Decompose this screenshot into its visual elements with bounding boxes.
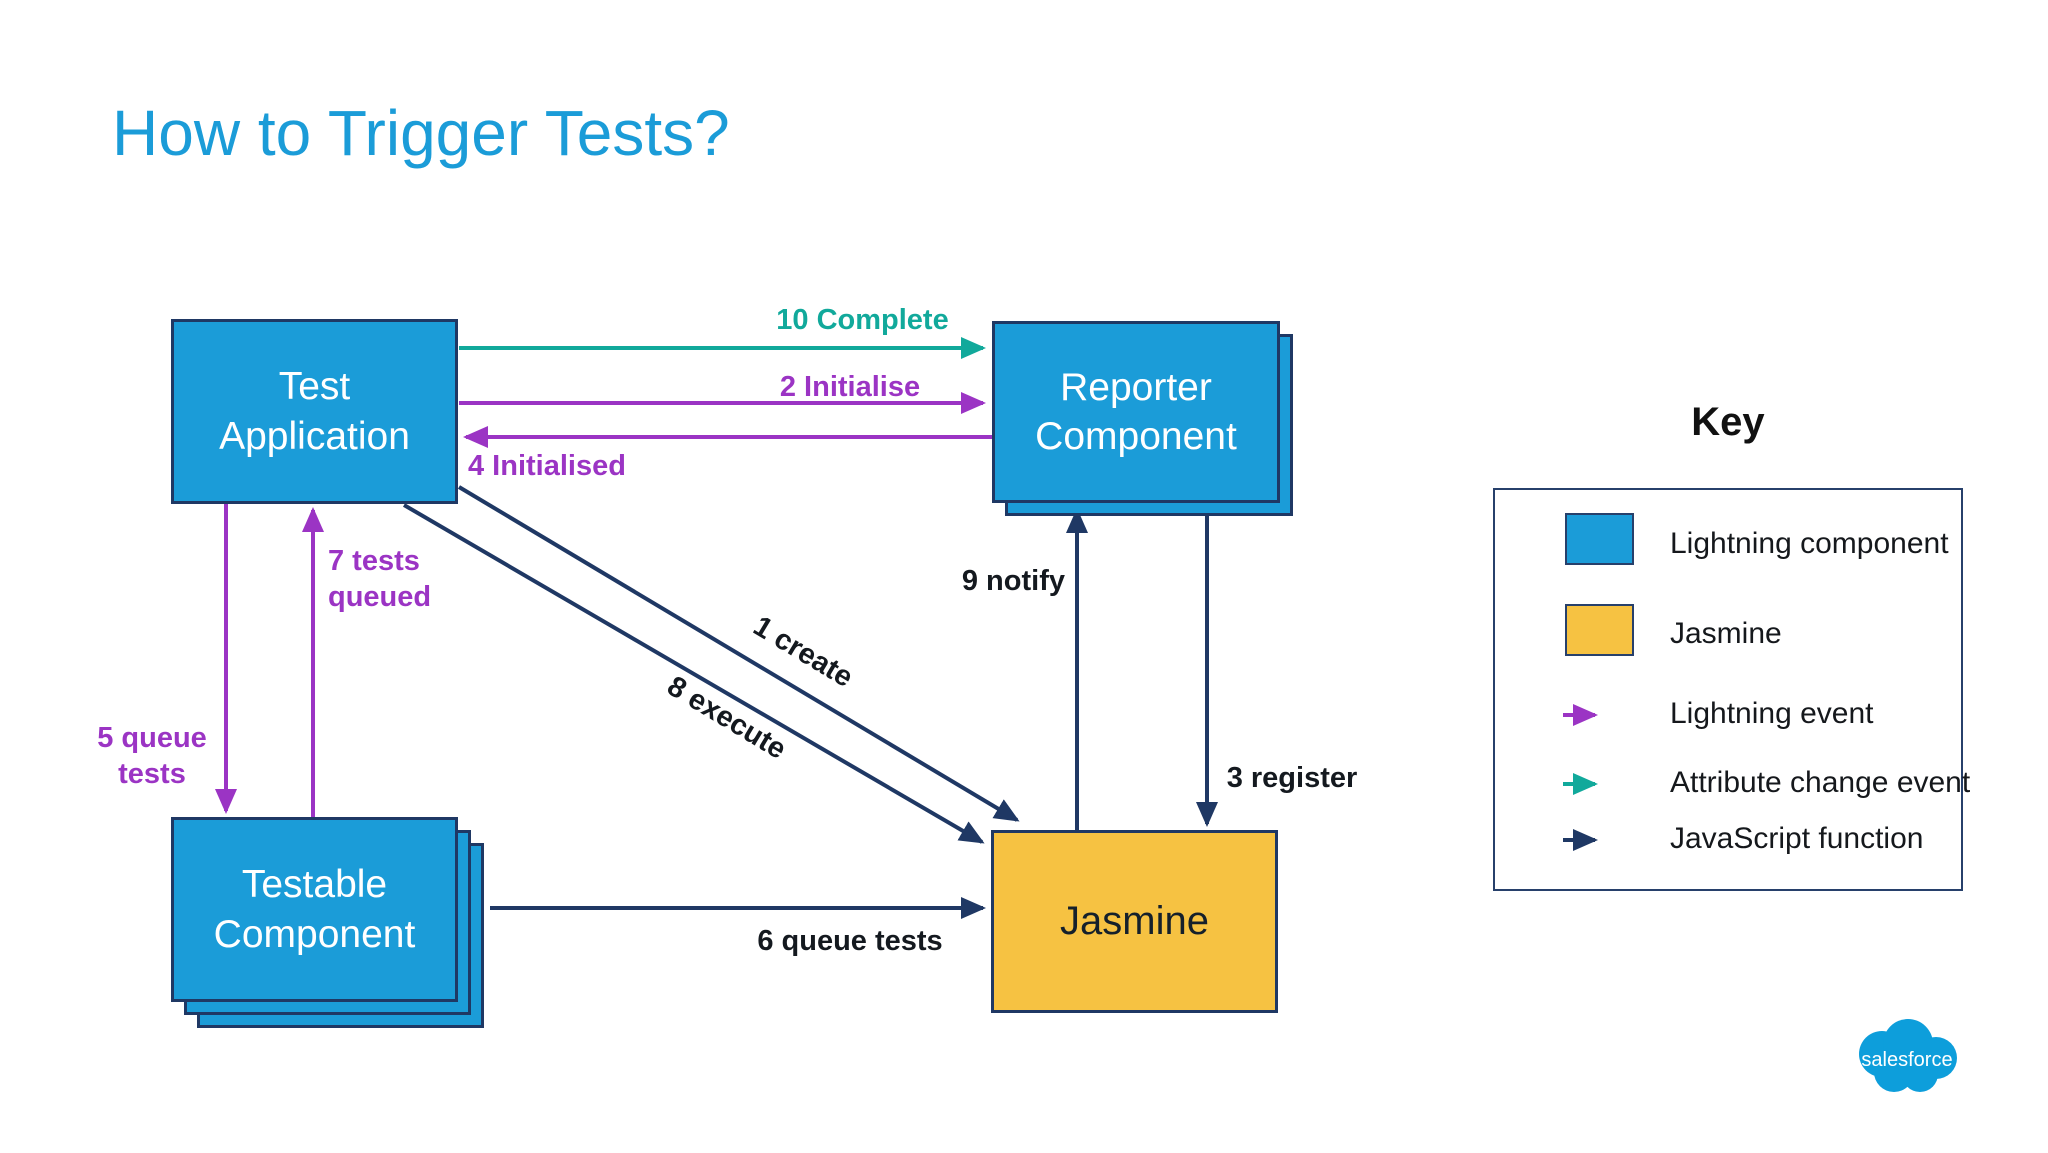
edge-label-5-queue-tests: 5 queue tests: [97, 722, 207, 791]
node-reporter-component: Reporter Component: [992, 321, 1280, 503]
lightning-component-swatch-icon: [1565, 513, 1634, 565]
node-testable-component-label: Testable Component: [213, 863, 416, 956]
edge-label-9-notify: 9 notify: [961, 565, 1065, 597]
legend-title: Key: [1691, 400, 1765, 444]
page-title: How to Trigger Tests?: [112, 97, 730, 169]
node-reporter-component-label: Reporter Component: [1035, 365, 1237, 458]
legend-item-attribute-change-event: Attribute change event: [1670, 766, 1971, 799]
node-jasmine: Jasmine: [991, 830, 1278, 1013]
edge-label-6-queue-tests: 6 queue tests: [757, 925, 943, 957]
node-test-application: Test Application: [171, 319, 458, 504]
node-testable-component: Testable Component: [171, 817, 458, 1002]
legend-item-lightning-event: Lightning event: [1670, 697, 1874, 730]
edge-label-7-tests-queued: 7 tests queued: [328, 545, 432, 614]
legend-item-javascript-function: JavaScript function: [1670, 822, 1924, 855]
edge-label-8-execute: 8 execute: [661, 670, 792, 766]
edge-label-1-create: 1 create: [747, 610, 859, 694]
node-jasmine-label: Jasmine: [1060, 899, 1209, 944]
legend-box: Lightning component Jasmine Lightning ev…: [1493, 488, 1970, 891]
teal-arrow-icon: [1563, 773, 1598, 795]
salesforce-logo-text: salesforce: [1861, 1049, 1952, 1071]
edge-label-3-register: 3 register: [1226, 762, 1358, 794]
edge-label-10-complete: 10 Complete: [776, 304, 949, 336]
navy-arrow-icon: [1563, 829, 1598, 851]
arrow-1-create: [457, 485, 1020, 822]
edge-label-4-initialised: 4 Initialised: [468, 450, 626, 482]
arrow-8-execute: [402, 503, 985, 844]
node-test-application-label: Test Application: [219, 365, 410, 458]
purple-arrow-icon: [1563, 704, 1598, 726]
salesforce-logo: salesforce: [1859, 1019, 1957, 1092]
legend-item-lightning-component: Lightning component: [1670, 527, 1949, 560]
edge-label-2-initialise: 2 Initialise: [779, 371, 921, 403]
legend-item-jasmine: Jasmine: [1670, 617, 1782, 650]
cloud-icon: [1859, 1019, 1957, 1092]
jasmine-swatch-icon: [1565, 604, 1634, 656]
